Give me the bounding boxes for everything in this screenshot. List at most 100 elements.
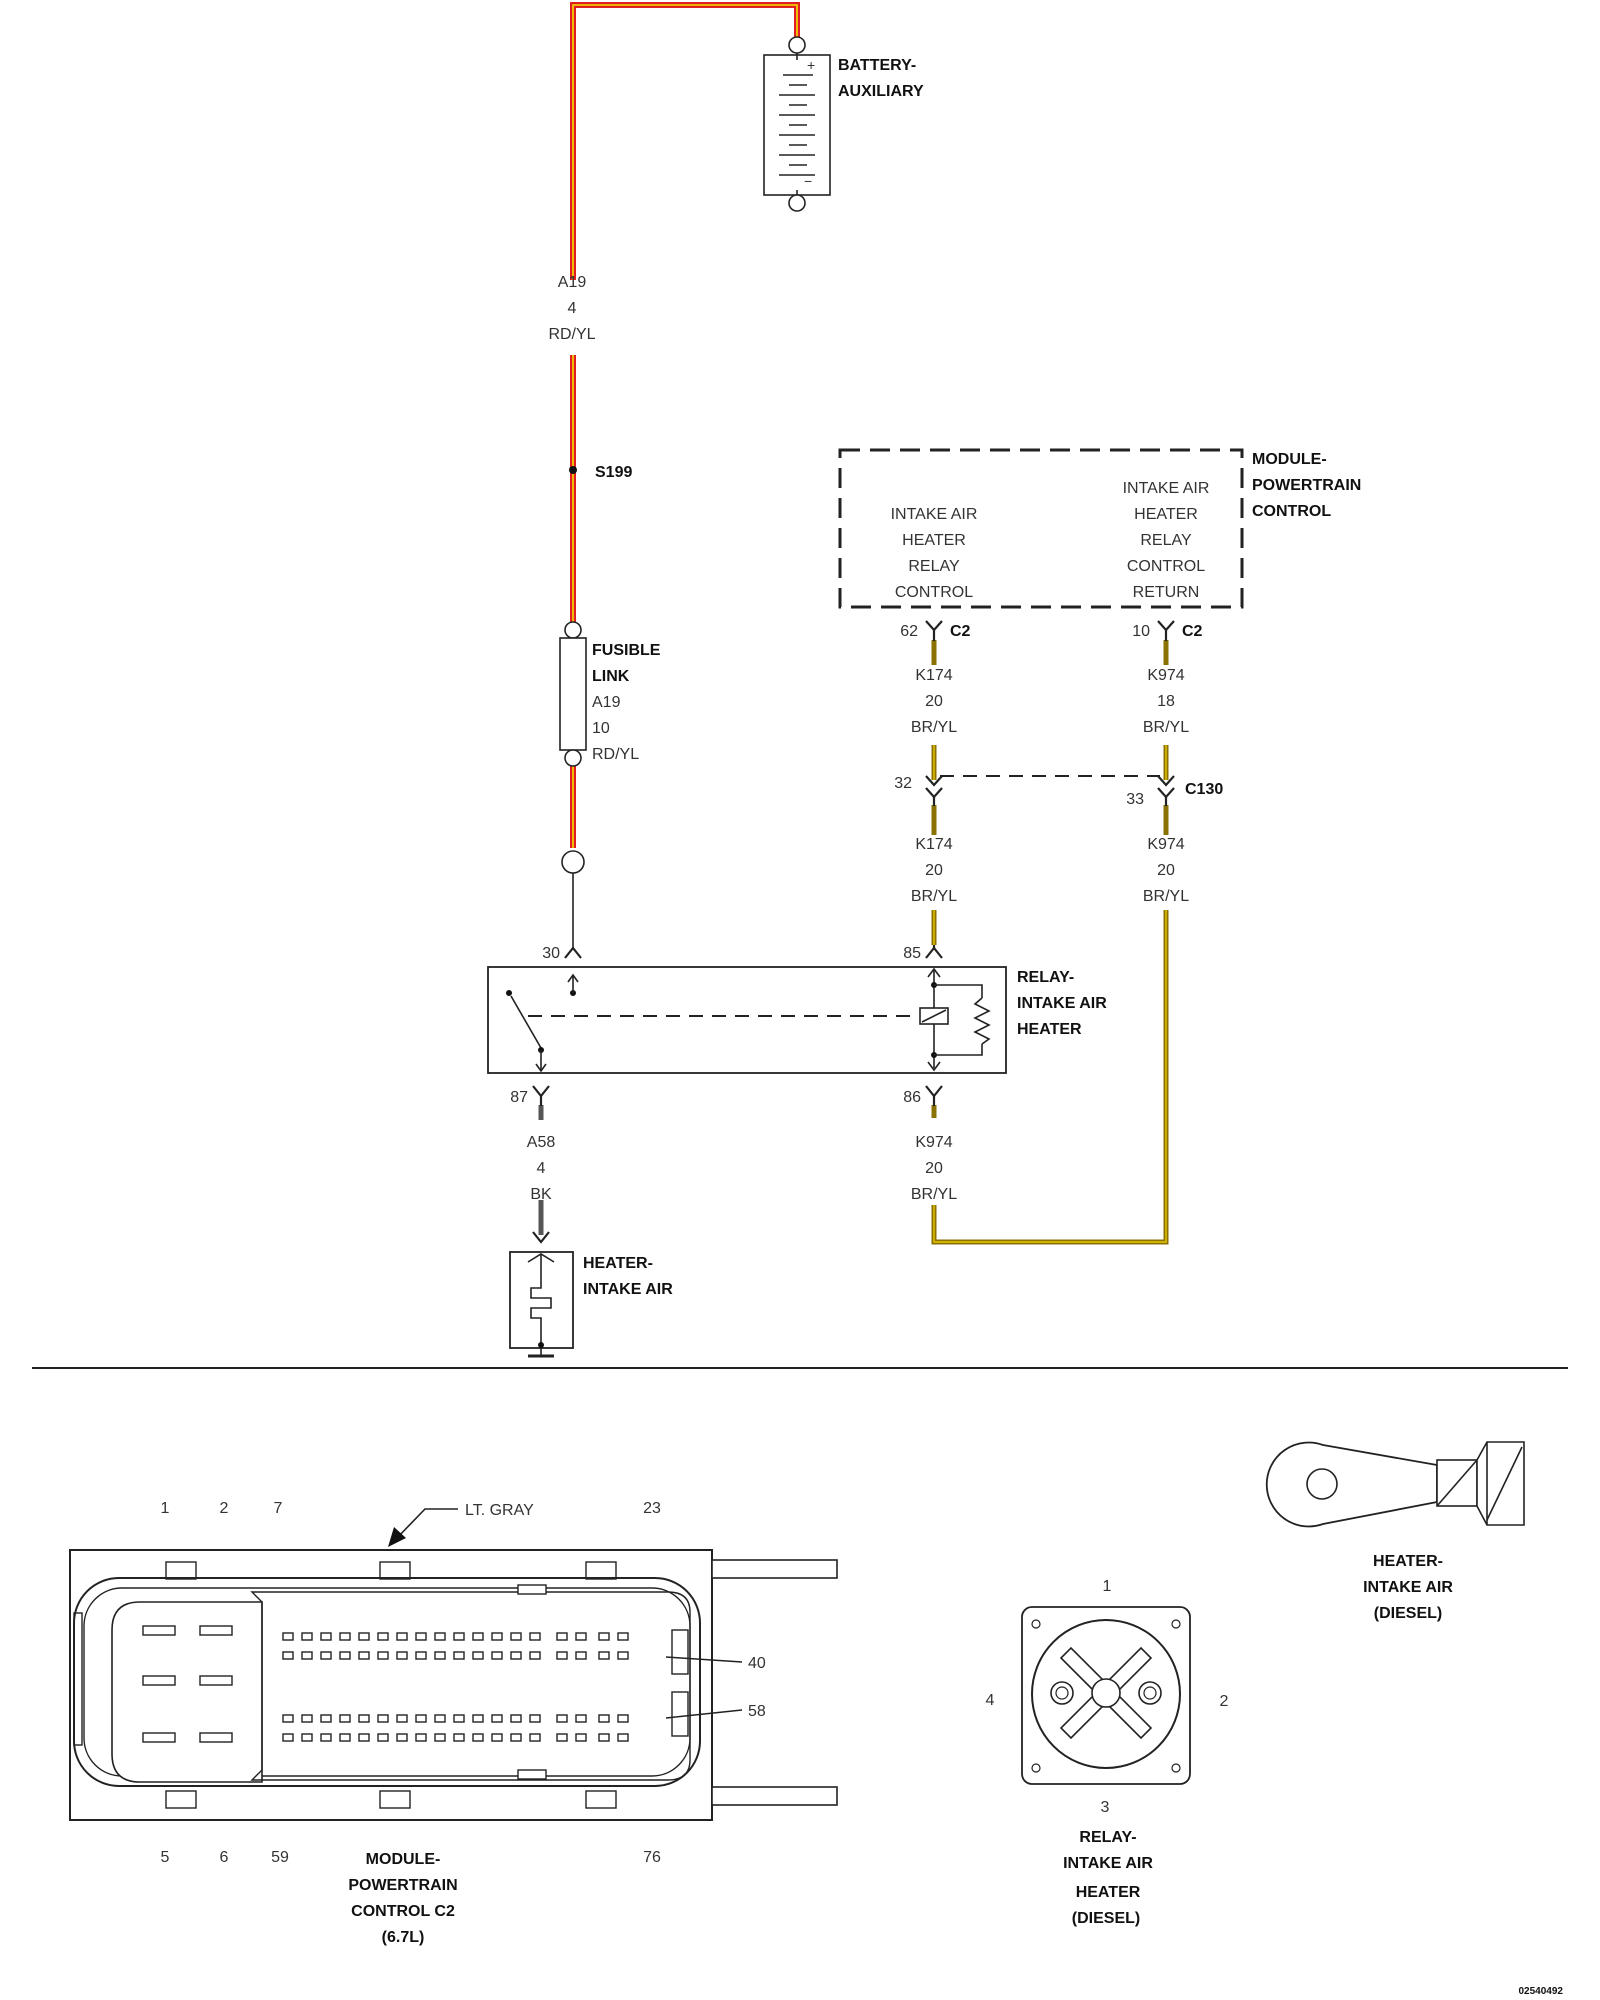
c2-pin-cavity <box>598 1651 610 1660</box>
c2-pin-cavity <box>339 1714 351 1723</box>
wire-a19-battery <box>570 2 800 280</box>
c2-pin-cavity <box>491 1651 503 1660</box>
c2-pin-cavity <box>396 1733 408 1742</box>
c2-pin-cavity <box>301 1714 313 1723</box>
c2-pin-cavity <box>453 1733 465 1742</box>
battery-title-2: AUXILIARY <box>838 83 924 100</box>
c2-pin-cavity <box>358 1632 370 1641</box>
c130-label: C130 <box>1185 781 1223 798</box>
c2-bottom-pin-5: 5 <box>161 1849 170 1866</box>
k974-upper-color: BR/YL <box>1143 719 1189 736</box>
heater-term-title-1: HEATER- <box>1373 1553 1443 1570</box>
pcm-left-func-2: HEATER <box>902 532 966 549</box>
relay-conn-title-1: RELAY- <box>1079 1829 1136 1846</box>
c2-pin-cavity <box>453 1632 465 1641</box>
c2-pin-cavity <box>598 1632 610 1641</box>
c2-pin-cavity <box>556 1733 568 1742</box>
c2-pin-cavity <box>453 1651 465 1660</box>
c2-pin-cavity <box>282 1714 294 1723</box>
a58-gauge: 4 <box>537 1160 546 1177</box>
heater-term-title-2: INTAKE AIR <box>1363 1579 1453 1596</box>
relay-title-1: RELAY- <box>1017 969 1074 986</box>
c2-pin-cavity <box>301 1733 313 1742</box>
pcm-left-connector: C2 <box>950 623 971 640</box>
k974-lower-color: BR/YL <box>1143 888 1189 905</box>
fusible-title-2: LINK <box>592 668 630 685</box>
c2-pin-cavity <box>434 1733 446 1742</box>
relay-conn-title-3: HEATER <box>1076 1884 1141 1901</box>
c2-pin-cavity <box>377 1714 389 1723</box>
k974-upper-circuit: K974 <box>1147 667 1184 684</box>
k174-lower-gauge: 20 <box>925 862 943 879</box>
document-id: 02540492 <box>1519 1986 1564 1997</box>
relay-title-3: HEATER <box>1017 1021 1082 1038</box>
c2-pin-cavity <box>556 1651 568 1660</box>
c2-pin-cavity <box>598 1733 610 1742</box>
pcm-right-func-4: CONTROL <box>1127 558 1205 575</box>
c2-pin-cavity <box>320 1632 332 1641</box>
relay-conn-title-2: INTAKE AIR <box>1063 1855 1153 1872</box>
c2-pin-cavity <box>529 1632 541 1641</box>
heater-title-1: HEATER- <box>583 1255 653 1272</box>
c2-pin-cavity <box>491 1714 503 1723</box>
c2-pin-cavity <box>598 1714 610 1723</box>
c2-top-pin-2: 2 <box>220 1500 229 1517</box>
relay-pin-86: 86 <box>903 1089 921 1106</box>
c2-pin-cavity <box>472 1733 484 1742</box>
battery-symbol: + − <box>763 36 831 212</box>
c2-pin-cavity <box>434 1651 446 1660</box>
c2-pin-cavity <box>510 1651 522 1660</box>
c2-pin-cavity <box>529 1714 541 1723</box>
c2-pin-cavity <box>282 1632 294 1641</box>
pcm-module-box <box>838 448 1244 609</box>
k974-upper-gauge: 18 <box>1157 693 1175 710</box>
relay-pin-87: 87 <box>510 1089 528 1106</box>
fusible-gauge: 10 <box>592 720 610 737</box>
heater-symbol <box>509 1231 574 1358</box>
pcm-right-func-2: HEATER <box>1134 506 1198 523</box>
pcm-right-pin: 10 <box>1132 623 1150 640</box>
c2-top-pin-7: 7 <box>274 1500 283 1517</box>
c2-pin-grid <box>282 1632 629 1742</box>
k974-relay-circuit: K974 <box>915 1134 952 1151</box>
c2-title-2: POWERTRAIN <box>348 1877 457 1894</box>
c130-right-pin: 33 <box>1126 791 1144 808</box>
c2-pin-cavity <box>575 1714 587 1723</box>
a58-color: BK <box>530 1186 552 1203</box>
c2-pin-cavity <box>617 1733 629 1742</box>
pcm-right-func-3: RELAY <box>1140 532 1192 549</box>
c2-pin-cavity <box>377 1632 389 1641</box>
c2-pin-cavity <box>396 1651 408 1660</box>
c2-color-label: LT. GRAY <box>465 1502 534 1519</box>
c2-pin-cavity <box>453 1714 465 1723</box>
c2-title-1: MODULE- <box>366 1851 441 1868</box>
c2-pin-cavity <box>415 1733 427 1742</box>
fusible-color: RD/YL <box>592 746 639 763</box>
c2-pin-cavity <box>617 1714 629 1723</box>
c2-pin-cavity <box>377 1733 389 1742</box>
c2-pin-cavity <box>510 1632 522 1641</box>
c2-pin-cavity <box>339 1733 351 1742</box>
c2-bottom-pin-76: 76 <box>643 1849 661 1866</box>
c2-pin-cavity <box>339 1632 351 1641</box>
pcm-left-pin: 62 <box>900 623 918 640</box>
wire-k974-lower <box>931 805 1169 1245</box>
wire-a19-gauge: 4 <box>568 300 577 317</box>
k974-lower-gauge: 20 <box>1157 862 1175 879</box>
pcm-right-func-1: INTAKE AIR <box>1123 480 1210 497</box>
relay-pin-30-symbol <box>564 946 582 959</box>
c2-pin-cavity <box>282 1651 294 1660</box>
pcm-pin-10-symbol <box>1157 620 1175 641</box>
c2-title-3: CONTROL C2 <box>351 1903 455 1920</box>
splice-label: S199 <box>595 464 632 481</box>
relay-conn-pin-2: 2 <box>1220 1693 1229 1710</box>
wire-a19-circuit: A19 <box>558 274 587 291</box>
pcm-left-func-1: INTAKE AIR <box>891 506 978 523</box>
c2-pin-cavity <box>491 1733 503 1742</box>
c2-callout-40: 40 <box>748 1655 766 1672</box>
a58-circuit: A58 <box>527 1134 556 1151</box>
fusible-title-1: FUSIBLE <box>592 642 661 659</box>
pcm-title-1: MODULE- <box>1252 451 1327 468</box>
k174-upper-circuit: K174 <box>915 667 952 684</box>
